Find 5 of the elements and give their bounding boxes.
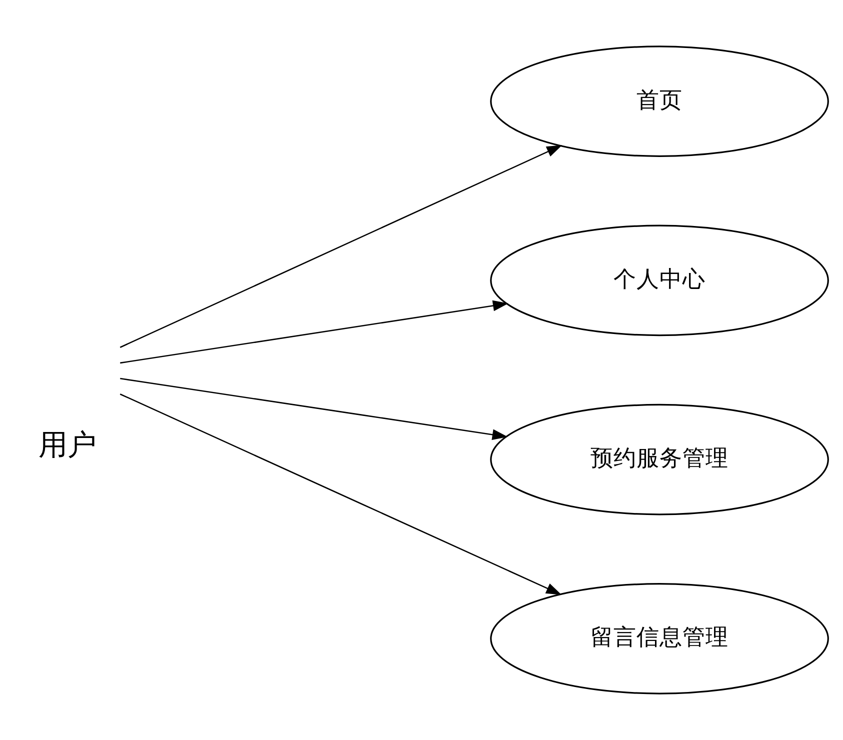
arrow <box>120 145 562 348</box>
arrow <box>120 378 508 440</box>
arrow <box>120 300 508 364</box>
arrow <box>120 394 562 595</box>
node-text: 用户 <box>38 428 96 462</box>
